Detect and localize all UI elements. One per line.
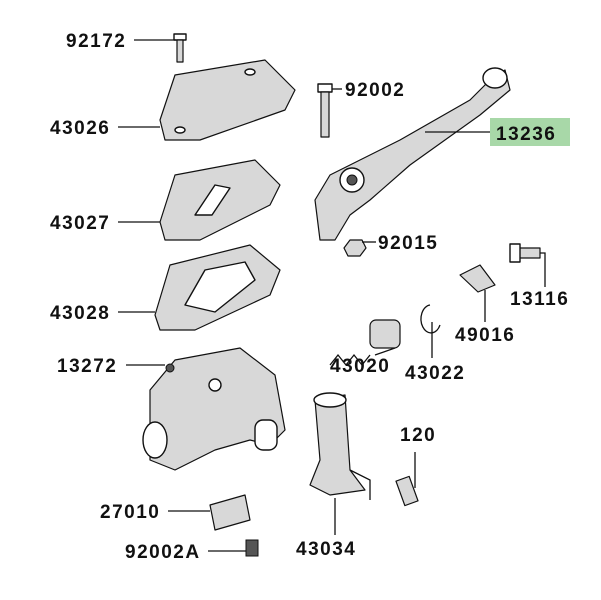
bolt-120 — [395, 475, 419, 507]
label-43028[interactable]: 43028 — [50, 303, 110, 324]
piston-43020 — [329, 319, 401, 367]
screw-92172 — [173, 33, 187, 63]
diaphragm-43028 — [154, 244, 281, 331]
screw-92002A — [245, 539, 259, 557]
label-43027[interactable]: 43027 — [50, 213, 110, 234]
label-13116[interactable]: 13116 — [510, 289, 569, 310]
pin-13116 — [509, 243, 541, 263]
label-13236[interactable]: 13236 — [496, 124, 556, 145]
label-92015[interactable]: 92015 — [378, 233, 438, 254]
label-43026[interactable]: 43026 — [50, 118, 110, 139]
label-13272[interactable]: 13272 — [57, 356, 117, 377]
switch-27010 — [209, 494, 251, 531]
plate-43027 — [159, 159, 281, 241]
label-43020[interactable]: 43020 — [330, 356, 390, 377]
highlight-box — [490, 118, 570, 146]
holder-43034 — [309, 392, 366, 496]
leader-lines — [118, 39, 546, 552]
label-43022[interactable]: 43022 — [405, 363, 465, 384]
lever-13236 — [314, 67, 511, 241]
cover-43026 — [159, 59, 296, 141]
label-120[interactable]: 120 — [400, 425, 436, 446]
boot-49016 — [459, 264, 496, 293]
clip-43022 — [420, 304, 441, 334]
label-92002[interactable]: 92002 — [345, 80, 405, 101]
label-27010[interactable]: 27010 — [100, 502, 160, 523]
label-92002A[interactable]: 92002A — [125, 542, 201, 563]
nut-92015 — [343, 239, 367, 257]
label-43034[interactable]: 43034 — [296, 539, 356, 560]
label-92172[interactable]: 92172 — [66, 31, 126, 52]
master-cylinder-body — [142, 347, 286, 471]
label-49016[interactable]: 49016 — [455, 325, 515, 346]
part-13272-shape — [165, 363, 175, 373]
bolt-92002 — [317, 83, 333, 138]
